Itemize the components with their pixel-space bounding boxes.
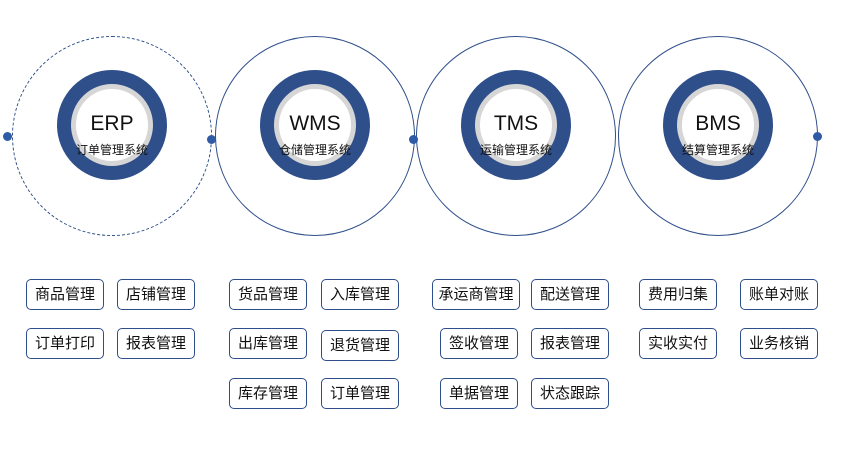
module-tms-tracking[interactable]: 状态跟踪 (531, 378, 609, 409)
connector-dot (409, 135, 418, 144)
system-wms: WMS 仓储管理系统 (215, 36, 415, 236)
erp-name: 订单管理系统 (75, 143, 148, 157)
erp-code: ERP (90, 112, 134, 135)
module-tms-report[interactable]: 报表管理 (531, 328, 609, 359)
module-wms-inbound[interactable]: 入库管理 (321, 279, 399, 310)
erp-core-ring (57, 70, 167, 180)
wms-core-ring (260, 70, 370, 180)
tms-code: TMS (493, 112, 539, 135)
module-tms-carrier[interactable]: 承运商管理 (432, 279, 520, 310)
system-erp: ERP 订单管理系统 (12, 36, 212, 236)
module-wms-inventory[interactable]: 库存管理 (229, 378, 307, 409)
connector-dot (207, 135, 216, 144)
module-wms-returns[interactable]: 退货管理 (321, 330, 399, 361)
system-bms: BMS 结算管理系统 (618, 36, 818, 236)
tms-name: 运输管理系统 (479, 143, 552, 157)
module-erp-report[interactable]: 报表管理 (117, 328, 195, 359)
module-tms-signoff[interactable]: 签收管理 (440, 328, 518, 359)
wms-core-inner (274, 84, 356, 166)
module-bms-receivables[interactable]: 实收实付 (639, 328, 717, 359)
module-wms-goods[interactable]: 货品管理 (229, 279, 307, 310)
module-erp-product[interactable]: 商品管理 (26, 279, 104, 310)
module-tms-documents[interactable]: 单据管理 (440, 378, 518, 409)
system-tms: TMS 运输管理系统 (416, 36, 616, 236)
module-bms-reconcile[interactable]: 账单对账 (740, 279, 818, 310)
tms-core-ring (461, 70, 571, 180)
connector-dot (3, 132, 12, 141)
connector-dot (813, 132, 822, 141)
bms-name: 结算管理系统 (681, 143, 754, 157)
wms-code: WMS (289, 112, 341, 135)
bms-core-inner (677, 84, 759, 166)
module-tms-delivery[interactable]: 配送管理 (531, 279, 609, 310)
bms-code: BMS (695, 112, 741, 135)
module-wms-orders[interactable]: 订单管理 (321, 378, 399, 409)
wms-name: 仓储管理系统 (278, 143, 351, 157)
module-erp-print[interactable]: 订单打印 (26, 328, 104, 359)
bms-core-ring (663, 70, 773, 180)
module-bms-writeoff[interactable]: 业务核销 (740, 328, 818, 359)
tms-core-inner (475, 84, 557, 166)
module-bms-costs[interactable]: 费用归集 (639, 279, 717, 310)
erp-core-inner (71, 84, 153, 166)
module-erp-store[interactable]: 店铺管理 (117, 279, 195, 310)
module-wms-outbound[interactable]: 出库管理 (229, 328, 307, 359)
